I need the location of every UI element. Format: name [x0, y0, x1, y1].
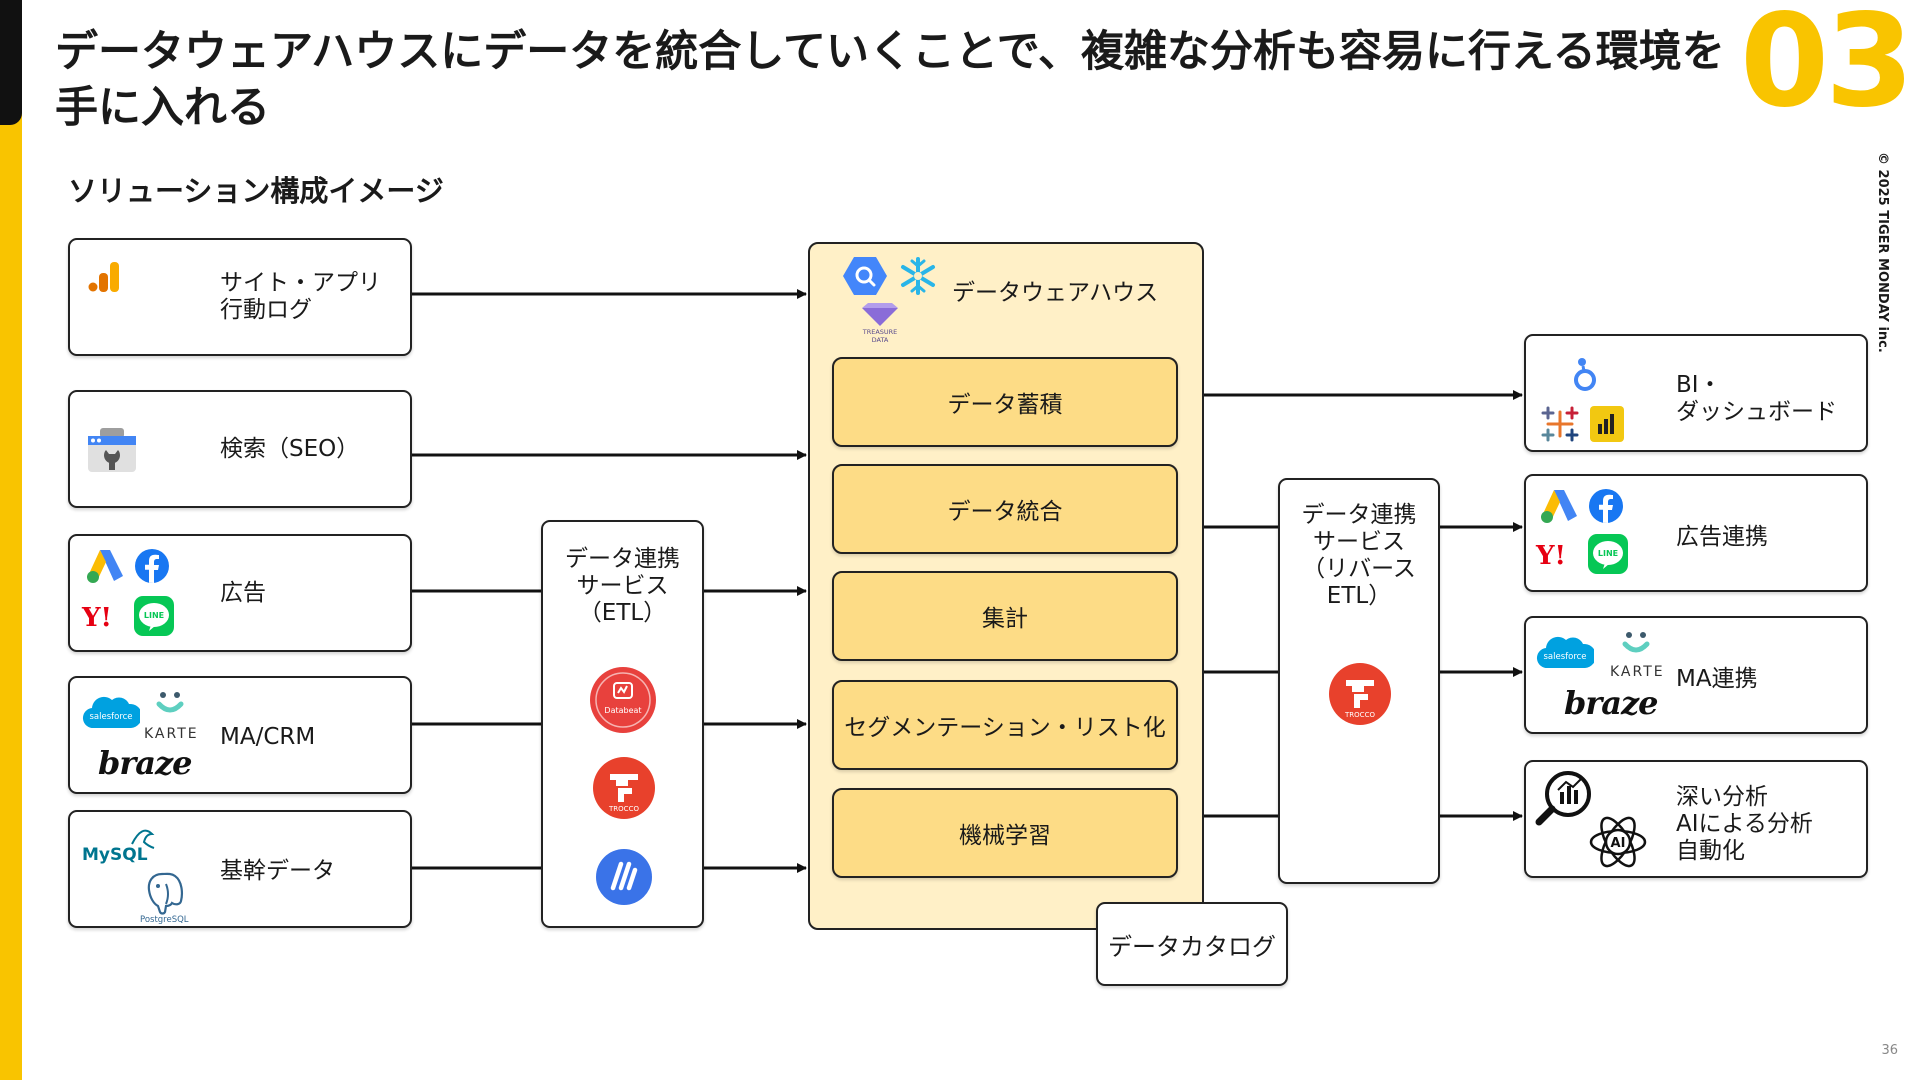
- karte-icon: [156, 692, 184, 713]
- reverse-etl-service-box: データ連携 サービス （リバース ETL） TROCCO: [1278, 478, 1440, 884]
- salesforce-brand-text: salesforce: [1543, 652, 1586, 662]
- source-label-search-seo: 検索（SEO）: [220, 436, 360, 462]
- karte-brand-text: KARTE: [1610, 664, 1665, 680]
- sidebar-black-tab: [0, 0, 22, 125]
- dwh-function-aggregation: 集計: [832, 571, 1178, 661]
- source-box-ads: Y! LINE 広告: [68, 534, 412, 652]
- output-label-bi-dashboard: BI・ ダッシュボード: [1676, 372, 1837, 425]
- analytics-search-icon: [1535, 771, 1591, 826]
- page-title: データウェアハウスにデータを統合していくことで、複雑な分析も容易に行える環境を手…: [55, 27, 1725, 133]
- trocco-reverse-icon-text: TROCCO: [1344, 711, 1375, 719]
- treasure-data-text-2: DATA: [872, 336, 889, 344]
- data-catalog-label: データカタログ: [1108, 932, 1276, 961]
- trocco-icon: TROCCO: [1329, 663, 1391, 725]
- snowflake-icon: [901, 257, 935, 295]
- data-catalog-box: データカタログ: [1096, 902, 1288, 986]
- source-label-core-data: 基幹データ: [220, 858, 335, 884]
- ai-icon: AI: [1589, 816, 1647, 868]
- yahoo-icon-text: Y!: [1535, 541, 1566, 570]
- google-analytics-icon: [88, 262, 119, 292]
- google-search-console-icon: [88, 428, 136, 472]
- output-box-bi-dashboard: BI・ ダッシュボード: [1524, 334, 1868, 452]
- karte-icon: [1622, 632, 1650, 653]
- source-box-ma-crm: salesforce KARTE braze MA/CRM: [68, 676, 412, 794]
- yahoo-icon: Y!: [1535, 541, 1566, 570]
- yahoo-icon: Y!: [81, 603, 112, 632]
- output-label-ma-linkage: MA連携: [1676, 666, 1758, 692]
- output-box-ad-linkage: Y! LINE 広告連携: [1524, 474, 1868, 592]
- line-icon-text: LINE: [144, 611, 164, 620]
- output-box-ma-linkage: salesforce KARTE braze MA連携: [1524, 616, 1868, 734]
- line-icon: LINE: [134, 596, 174, 636]
- google-ads-icon: [1541, 490, 1577, 523]
- line-icon: LINE: [1588, 534, 1628, 574]
- looker-studio-icon: [1574, 358, 1596, 391]
- mysql-brand-text: MySQL: [82, 845, 148, 865]
- stitch-icon: [596, 849, 652, 905]
- yahoo-icon-text: Y!: [81, 603, 112, 632]
- google-ads-icon: [87, 550, 123, 583]
- facebook-icon: [135, 549, 169, 583]
- braze-logo: braze: [1564, 684, 1658, 722]
- output-label-deep-analysis: 深い分析 AIによる分析 自動化: [1676, 784, 1813, 864]
- power-bi-icon: [1590, 406, 1624, 442]
- etl-label: データ連携 サービス （ETL）: [565, 546, 680, 626]
- page-number: 36: [1881, 1043, 1898, 1058]
- braze-logo: braze: [98, 744, 192, 782]
- output-box-deep-analysis: AI 深い分析 AIによる分析 自動化: [1524, 760, 1868, 878]
- databeat-icon-text: Databeat: [604, 706, 641, 715]
- source-label-site-app-log: サイト・アプリ 行動ログ: [220, 270, 381, 323]
- sidebar-accent-bar: [0, 0, 22, 1080]
- mysql-icon: MySQL: [82, 829, 155, 865]
- karte-brand-text: KARTE: [144, 726, 199, 742]
- etl-service-box: データ連携 サービス （ETL） Databeat TROCCO: [541, 520, 704, 928]
- source-label-ma-crm: MA/CRM: [220, 724, 316, 750]
- dwh-function-data-integration: データ統合: [832, 464, 1178, 554]
- bigquery-icon: [843, 257, 887, 295]
- salesforce-brand-text: salesforce: [89, 712, 132, 722]
- source-box-search-seo: 検索（SEO）: [68, 390, 412, 508]
- postgresql-icon: PostgreSQL: [140, 872, 189, 924]
- tableau-icon: [1541, 406, 1579, 442]
- output-label-ad-linkage: 広告連携: [1676, 524, 1768, 550]
- trocco-icon-text: TROCCO: [608, 805, 639, 813]
- dwh-function-machine-learning: 機械学習: [832, 788, 1178, 878]
- source-box-core-data: MySQL PostgreSQL 基幹データ: [68, 810, 412, 928]
- line-icon-text: LINE: [1598, 549, 1618, 558]
- trocco-icon: TROCCO: [593, 757, 655, 819]
- dwh-label: データウェアハウス: [952, 280, 1159, 306]
- source-label-ads: 広告: [220, 580, 266, 606]
- section-subtitle: ソリューション構成イメージ: [68, 174, 444, 208]
- source-box-site-app-log: サイト・アプリ 行動ログ: [68, 238, 412, 356]
- treasure-data-text-1: TREASURE: [862, 328, 898, 336]
- salesforce-icon: salesforce: [1537, 636, 1594, 669]
- databeat-icon: Databeat: [590, 667, 656, 733]
- facebook-icon: [1589, 489, 1623, 523]
- postgresql-brand-text: PostgreSQL: [140, 915, 189, 924]
- section-number: 03: [1740, 0, 1914, 136]
- salesforce-icon: salesforce: [83, 696, 140, 729]
- dwh-function-data-storage: データ蓄積: [832, 357, 1178, 447]
- reverse-etl-label: データ連携 サービス （リバース ETL）: [1301, 502, 1417, 609]
- treasure-data-icon: TREASURE DATA: [862, 303, 898, 344]
- ai-icon-text: AI: [1611, 836, 1626, 851]
- dwh-function-segmentation: セグメンテーション・リスト化: [832, 680, 1178, 770]
